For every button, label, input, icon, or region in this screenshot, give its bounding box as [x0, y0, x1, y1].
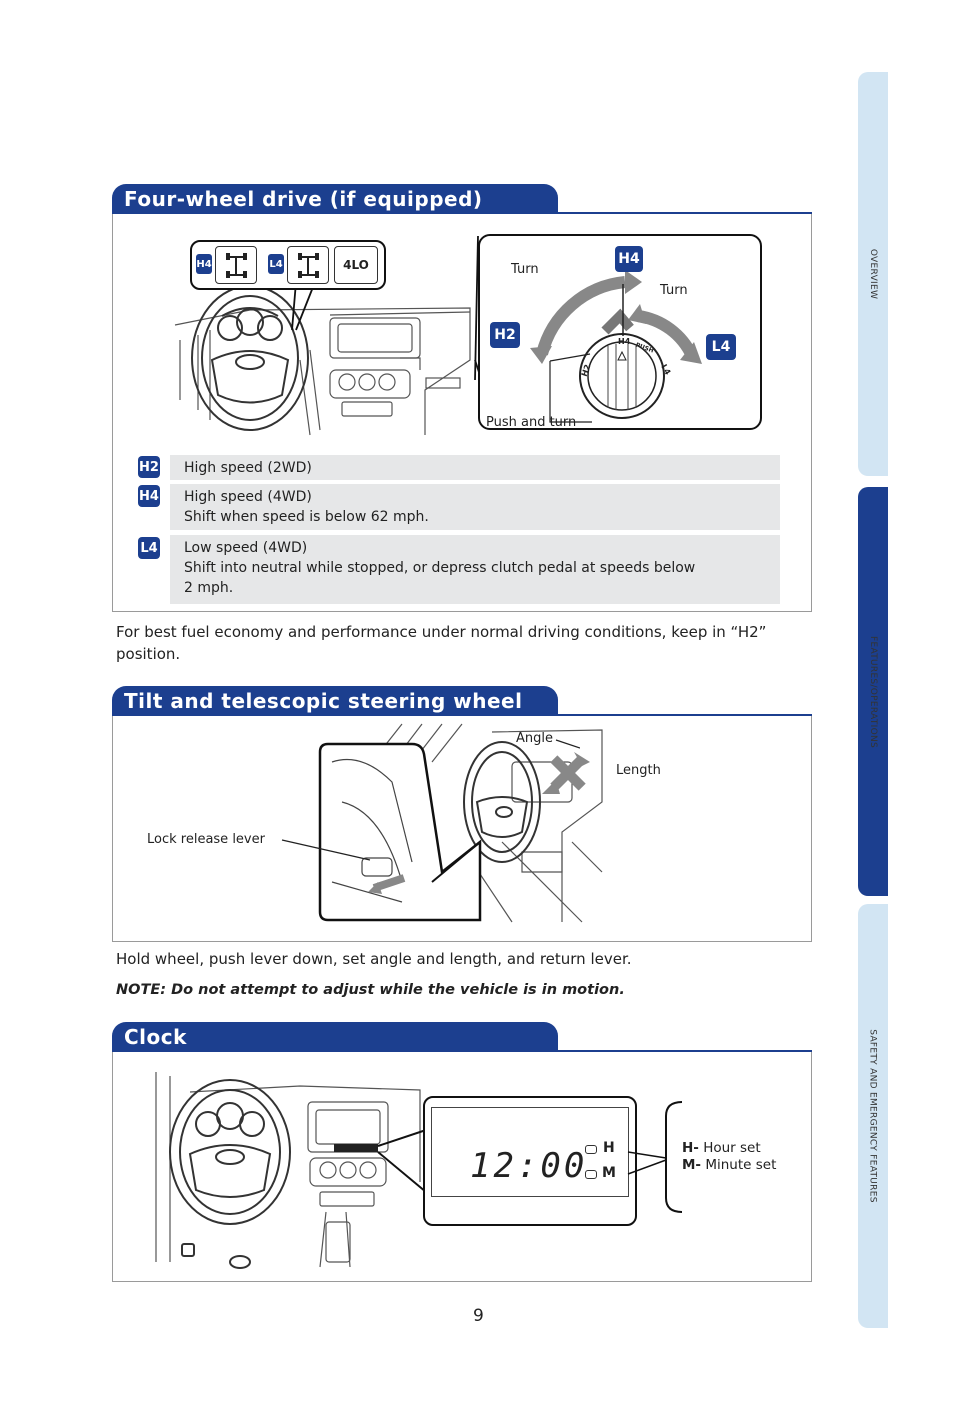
- section-rule: [112, 212, 812, 214]
- angle-label: Angle: [516, 731, 553, 746]
- leader-lines: [281, 739, 580, 861]
- mode-h4-line1: High speed (4WD): [184, 489, 312, 505]
- clock-heading: Clock: [112, 1022, 558, 1052]
- dial-badge-l4: L4: [706, 334, 736, 360]
- turn-label-right: Turn: [660, 283, 688, 298]
- section-rule: [112, 1050, 812, 1052]
- legend-minute-row: M- Minute set: [682, 1157, 776, 1174]
- legend-hour-key: H-: [682, 1140, 699, 1156]
- tab-overview[interactable]: OVERVIEW: [858, 72, 888, 476]
- length-label: Length: [616, 763, 661, 778]
- mode-badge-h2: H2: [138, 456, 160, 478]
- mode-row-l4: Low speed (4WD) Shift into neutral while…: [170, 535, 780, 604]
- legend-hour-row: H- Hour set: [682, 1140, 776, 1157]
- callout-badge-h4: H4: [196, 254, 212, 274]
- dial-h4-text: H4: [618, 337, 631, 346]
- tab-features-label: FEATURES/OPERATIONS: [868, 635, 878, 748]
- legend-hour-text: Hour set: [703, 1140, 761, 1156]
- steering-column-illustration: [318, 723, 603, 923]
- mode-badge-h4: H4: [138, 485, 160, 507]
- mode-h4-line2: Shift when speed is below 62 mph.: [184, 509, 429, 525]
- tilt-note: NOTE: Do not attempt to adjust while the…: [116, 982, 625, 998]
- clock-legend: H- Hour set M- Minute set: [682, 1140, 776, 1174]
- four-wheel-drive-heading: Four-wheel drive (if equipped): [112, 184, 558, 214]
- section-rule: [112, 714, 812, 716]
- dial-badge-h4: H4: [615, 246, 643, 272]
- minute-button[interactable]: [585, 1170, 597, 1179]
- tilt-heading: Tilt and telescopic steering wheel: [112, 686, 558, 716]
- legend-minute-key: M-: [682, 1157, 702, 1173]
- 4wd-icon-low: [287, 246, 329, 284]
- tab-overview-label: OVERVIEW: [868, 248, 879, 300]
- tab-safety[interactable]: SAFETY AND EMERGENCY FEATURES: [858, 904, 888, 1328]
- lock-release-lever-label: Lock release lever: [147, 832, 265, 847]
- mode-l4-line3: 2 mph.: [184, 580, 234, 596]
- push-and-turn-label: Push and turn: [486, 415, 577, 430]
- legend-minute-text: Minute set: [705, 1157, 777, 1173]
- dial-badge-h2: H2: [490, 322, 520, 348]
- dashboard-4wd-illustration: [174, 235, 489, 436]
- mode-l4-line1: Low speed (4WD): [184, 540, 308, 556]
- mode-badge-l4: L4: [138, 537, 160, 559]
- clock-bracket: [627, 1101, 683, 1213]
- minute-button-label: M: [602, 1165, 616, 1181]
- turn-label-left: Turn: [511, 262, 539, 277]
- tab-features-operations[interactable]: FEATURES/OPERATIONS: [858, 487, 888, 896]
- drivetrain-icon: [298, 253, 319, 278]
- transfer-dial-illustration: H4 PUSH L4 H2: [530, 270, 702, 423]
- hour-button-label: H: [603, 1140, 615, 1156]
- callout-badge-4lo: 4LO: [334, 246, 378, 284]
- 4wd-icon-high: [215, 246, 257, 284]
- hour-button[interactable]: [585, 1145, 597, 1154]
- mode-row-h4: High speed (4WD) Shift when speed is bel…: [170, 484, 780, 530]
- mode-h2-text: High speed (2WD): [184, 460, 312, 476]
- dashboard-clock-illustration: [155, 1072, 427, 1269]
- callout-badge-l4: L4: [268, 254, 284, 274]
- mode-row-h2: High speed (2WD): [170, 455, 780, 480]
- clock-time-readout: 12:00: [470, 1146, 588, 1186]
- mode-l4-line2: Shift into neutral while stopped, or dep…: [184, 560, 696, 576]
- tab-safety-label: SAFETY AND EMERGENCY FEATURES: [868, 1029, 878, 1203]
- dial-h2-text: H2: [580, 363, 593, 378]
- fuel-economy-note: For best fuel economy and performance un…: [116, 623, 767, 663]
- page-number: 9: [473, 1306, 484, 1326]
- tilt-instruction: Hold wheel, push lever down, set angle a…: [116, 950, 632, 968]
- drivetrain-icon: [226, 253, 247, 278]
